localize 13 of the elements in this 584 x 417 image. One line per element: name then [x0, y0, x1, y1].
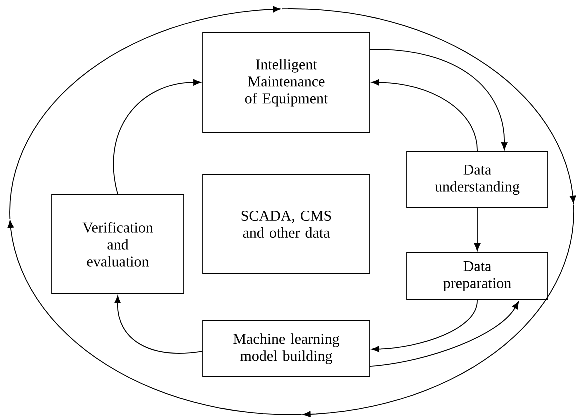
arrow [372, 300, 478, 352]
arrow [370, 49, 508, 150]
arrow [474, 208, 481, 252]
arrow [113, 79, 202, 195]
process-box: Intelligent Maintenance of Equipment [202, 32, 370, 134]
arrow [370, 302, 520, 367]
process-box: SCADA, CMS and other data [202, 174, 370, 274]
process-box: Data understanding [406, 152, 548, 208]
process-box: Verification and evaluation [52, 194, 184, 294]
arrow [372, 79, 478, 152]
process-box: Machine learning model building [202, 320, 370, 378]
arrow [114, 296, 203, 354]
process-box: Data preparation [406, 252, 548, 300]
